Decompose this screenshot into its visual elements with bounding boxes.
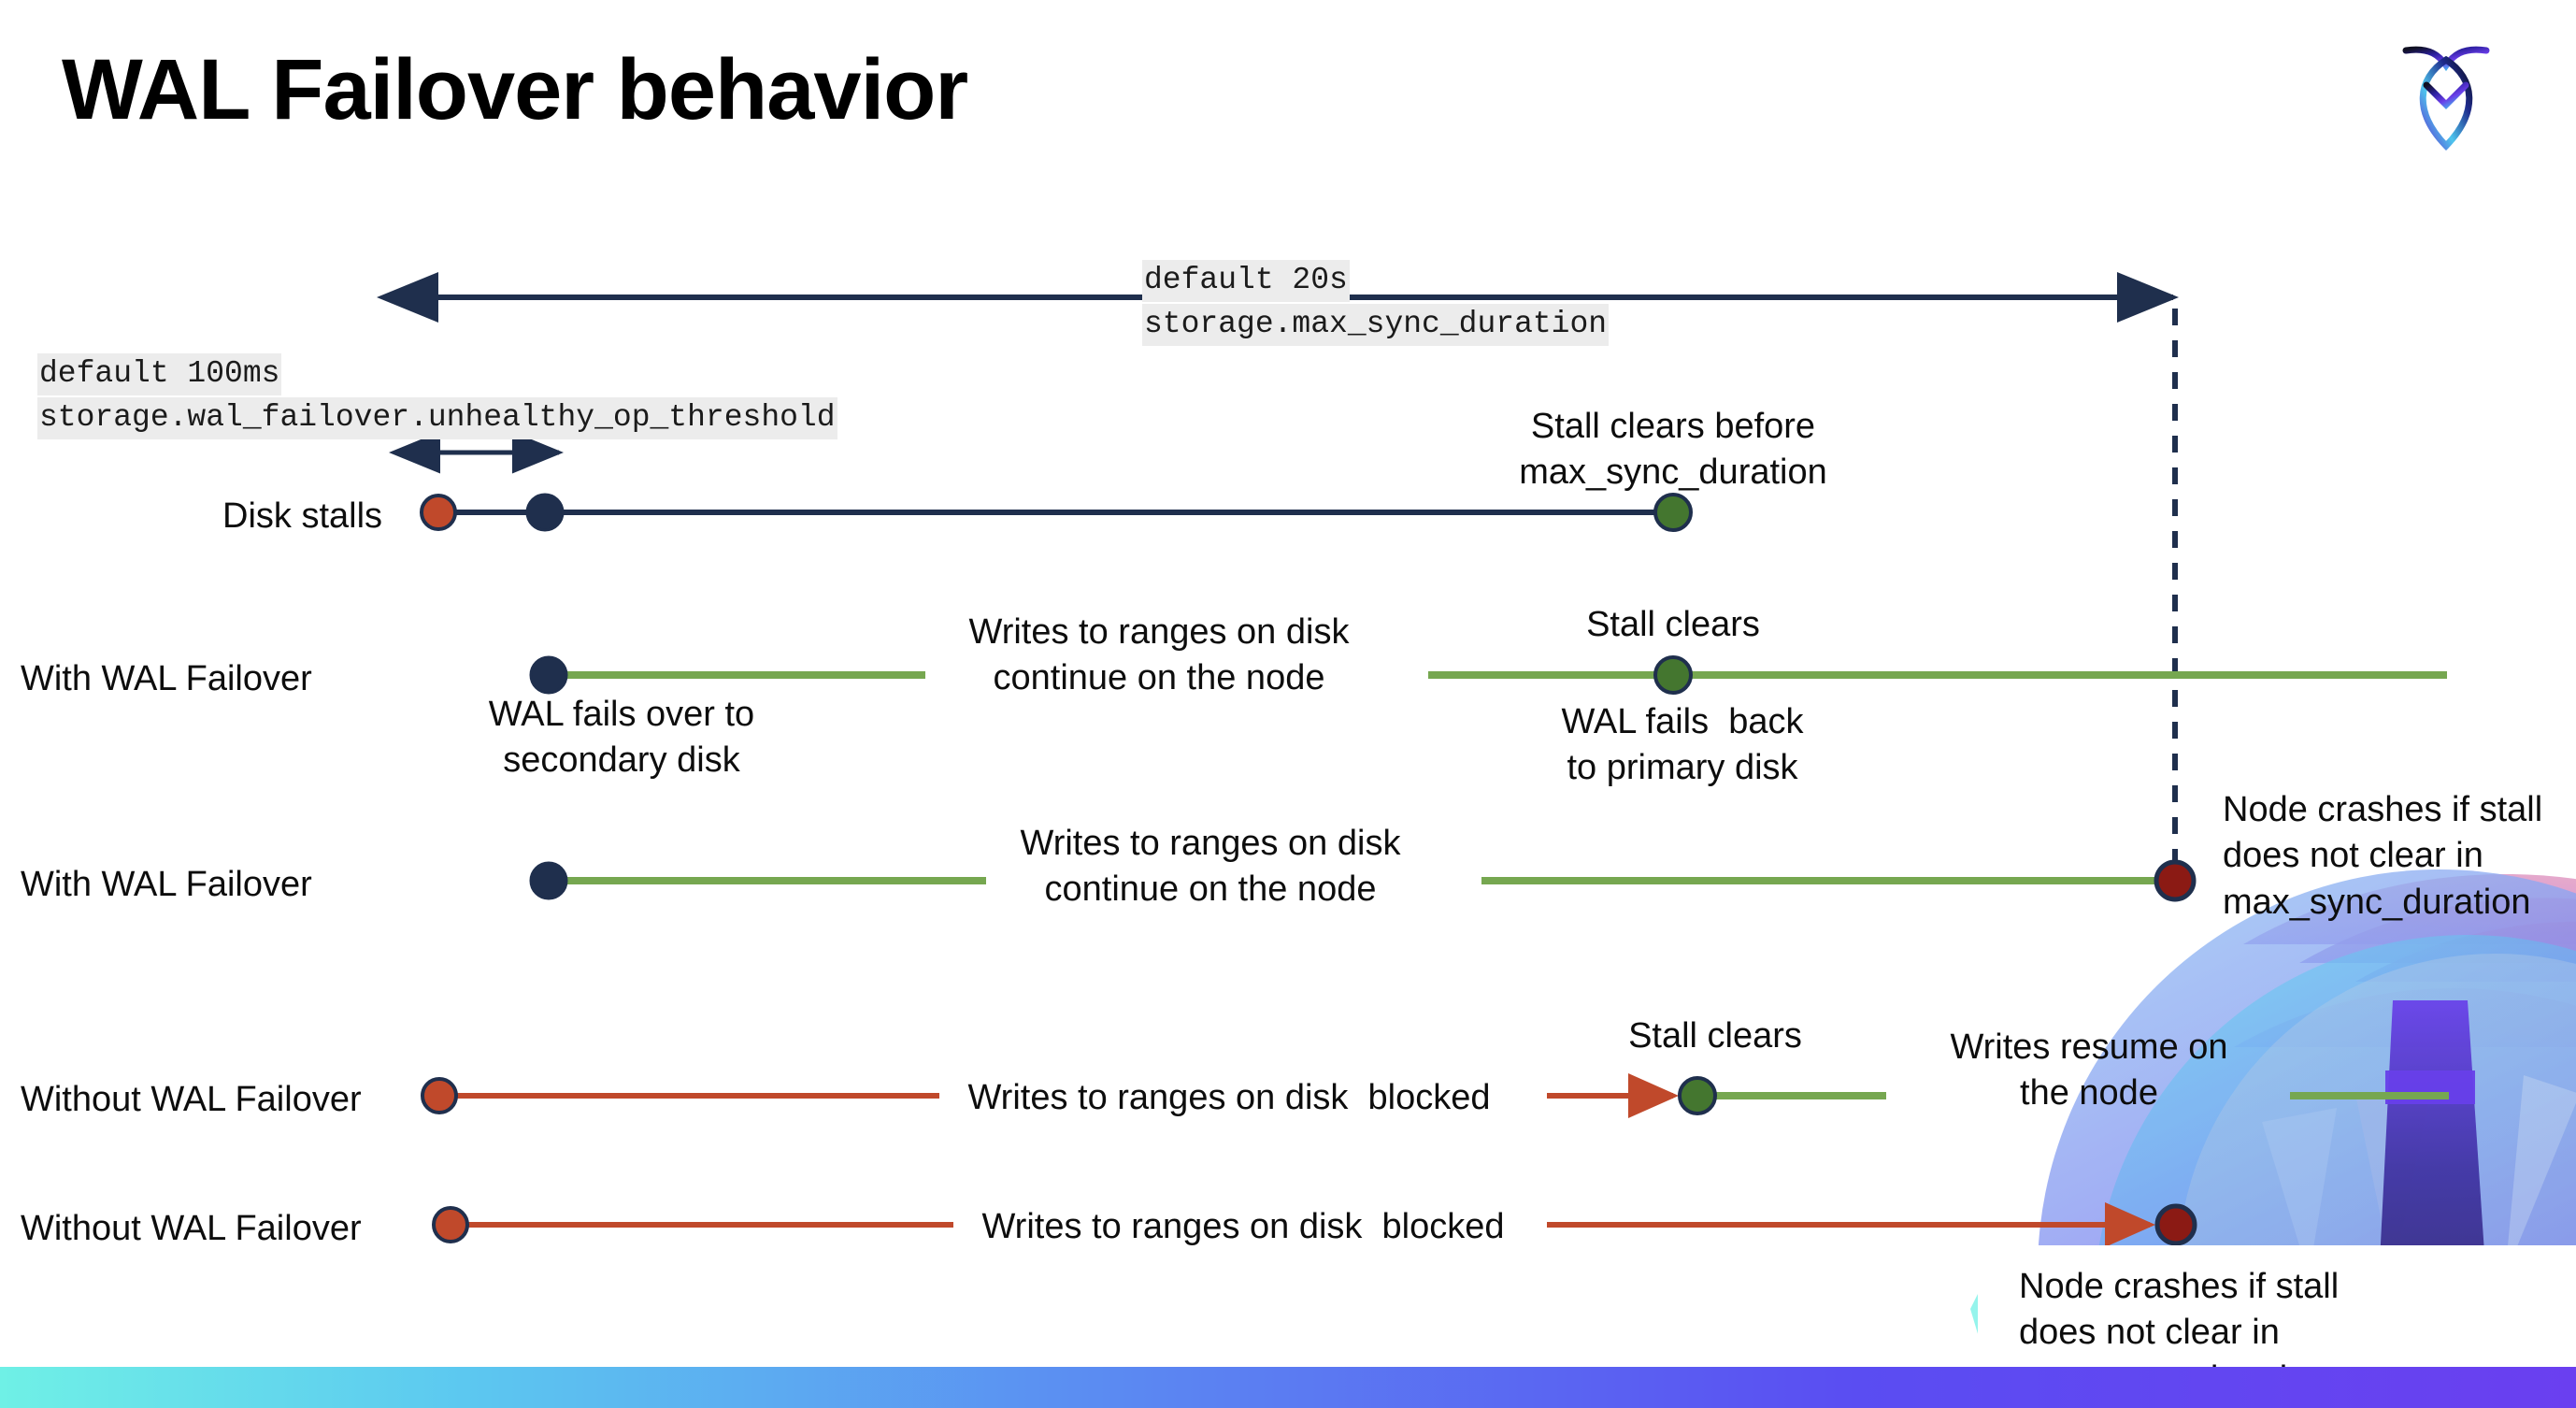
- bottom-gradient-bar: [0, 1367, 2576, 1408]
- row-without-wal-failover-crash-track: [432, 1202, 2197, 1247]
- marker-wal-failover-start: [529, 655, 568, 695]
- row-label-without-wal-failover-1: Without WAL Failover: [21, 1080, 362, 1119]
- marker-failover-point: [525, 493, 565, 532]
- marker-stall-clears: [1653, 655, 1693, 695]
- marker-node-crash: [2154, 859, 2197, 902]
- marker-stall-start: [420, 494, 457, 531]
- page-title: WAL Failover behavior: [62, 42, 968, 137]
- marker-stall-start: [432, 1206, 469, 1243]
- row-without-wal-failover-clears-track: [421, 1073, 2449, 1118]
- annotation-stall-clears-2: Stall clears: [1628, 1016, 1802, 1056]
- row-label-disk-stalls: Disk stalls: [222, 496, 383, 536]
- row-with-wal-failover-clears-track: [529, 655, 2447, 695]
- max-sync-setting-name: storage.max_sync_duration: [1142, 303, 1610, 346]
- annotation-writes-blocked-2: Writes to ranges on disk blocked: [981, 1207, 1505, 1246]
- row-with-wal-failover-crash-track: [529, 859, 2197, 902]
- max-sync-duration-setting: default 20s storage.max_sync_duration: [1142, 260, 1610, 348]
- annotation-writes-continue-2: Writes to ranges on disk continue on the…: [1020, 824, 1401, 910]
- max-sync-default-label: default 20s: [1142, 260, 1350, 302]
- row-label-with-wal-failover-2: With WAL Failover: [21, 865, 312, 904]
- annotation-node-crashes-1: Node crashes if stall does not clear in …: [2223, 790, 2543, 922]
- annotation-stall-clears-1: Stall clears: [1586, 605, 1760, 644]
- annotation-stall-clears-before-max-sync: Stall clears before max_sync_duration: [1519, 407, 1827, 493]
- row-disk-stalls-track: [420, 493, 1693, 532]
- marker-node-crash: [2154, 1203, 2197, 1246]
- annotation-wal-fails-over: WAL fails over to secondary disk: [488, 695, 755, 781]
- row-label-without-wal-failover-2: Without WAL Failover: [21, 1209, 362, 1248]
- annotation-wal-fails-back: WAL fails back to primary disk: [1561, 702, 1804, 788]
- marker-wal-failover-start: [529, 861, 568, 900]
- marker-stall-clears: [1653, 493, 1693, 532]
- marker-stall-start: [421, 1077, 458, 1114]
- annotation-writes-resume: Writes resume on the node: [1950, 1027, 2228, 1113]
- decorative-fan-graphic: [1970, 869, 2576, 1408]
- annotation-writes-continue-1: Writes to ranges on disk continue on the…: [968, 612, 1350, 698]
- unhealthy-op-setting-name: storage.wal_failover.unhealthy_op_thresh…: [37, 396, 837, 439]
- row-label-with-wal-failover-1: With WAL Failover: [21, 659, 312, 698]
- unhealthy-op-default-label: default 100ms: [37, 353, 282, 395]
- marker-stall-clears: [1678, 1076, 1717, 1115]
- cockroachdb-logo: [2385, 26, 2507, 166]
- annotation-writes-blocked-1: Writes to ranges on disk blocked: [967, 1078, 1491, 1117]
- unhealthy-op-threshold-setting: default 100ms storage.wal_failover.unhea…: [37, 353, 837, 441]
